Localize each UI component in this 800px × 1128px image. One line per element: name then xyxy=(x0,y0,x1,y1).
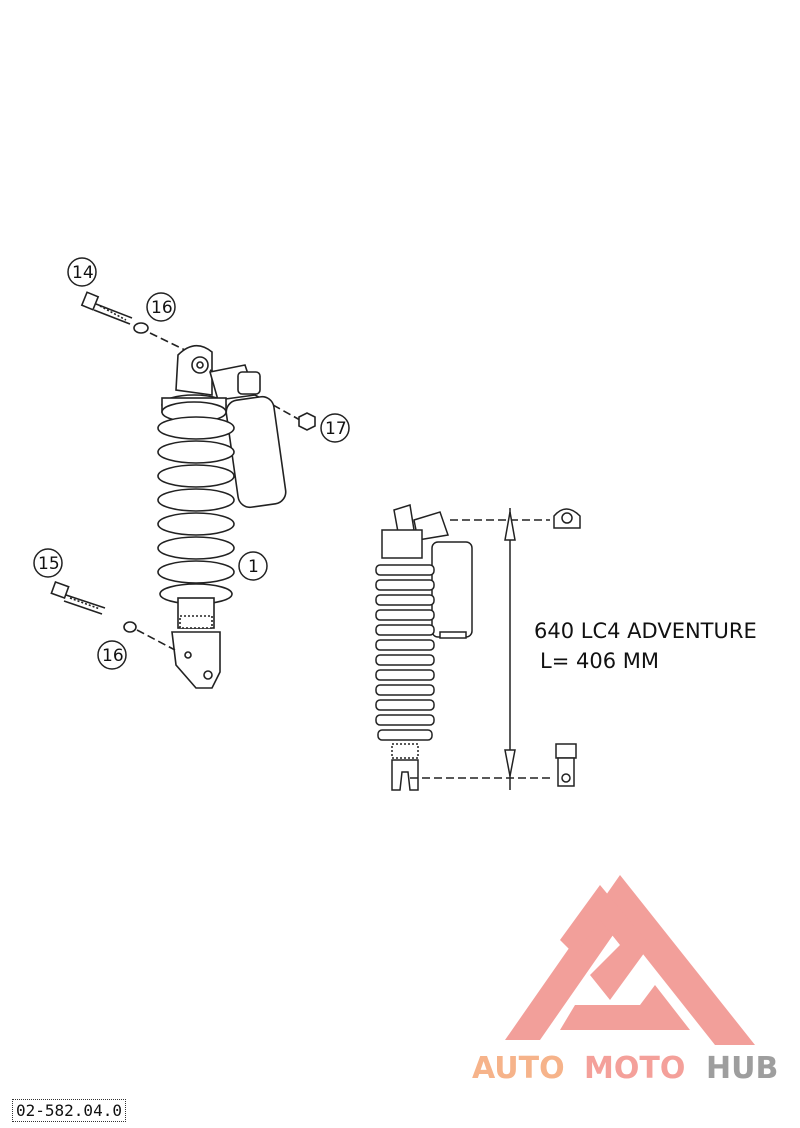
spec-model: 640 LC4 ADVENTURE xyxy=(534,619,757,643)
watermark-text-hub: HUB xyxy=(706,1051,778,1086)
callout-16-bottom: 16 xyxy=(102,646,124,666)
watermark-text-moto: MOTO xyxy=(584,1051,685,1086)
bolt-14 xyxy=(80,291,133,325)
reservoir xyxy=(208,364,287,509)
reference-code: 02-582.04.0 xyxy=(12,1099,126,1122)
dimension-coil-spring xyxy=(375,564,435,741)
callout-15: 15 xyxy=(38,554,60,574)
bolt-15 xyxy=(50,580,106,615)
callout-17: 17 xyxy=(325,419,347,439)
bottom-eye-detail xyxy=(555,743,577,787)
shock-absorber-dimension-view xyxy=(375,504,581,791)
watermark-logo: AUTO MOTO HUB xyxy=(472,875,778,1086)
coil-spring xyxy=(157,416,235,605)
lower-clevis xyxy=(171,631,221,689)
spec-length: L= 406 MM xyxy=(540,649,659,673)
washer-16-top xyxy=(133,322,149,334)
top-mount-eye xyxy=(175,344,213,396)
callout-1: 1 xyxy=(248,557,259,577)
watermark-text-auto: AUTO xyxy=(472,1051,565,1086)
triangle-logo-icon xyxy=(505,875,755,1045)
callout-14: 14 xyxy=(72,263,94,283)
callout-16-top: 16 xyxy=(151,298,173,318)
washer-16-bottom xyxy=(123,621,137,633)
shock-absorber-exploded xyxy=(50,291,316,689)
nut-17 xyxy=(298,412,316,431)
callouts xyxy=(33,257,350,670)
